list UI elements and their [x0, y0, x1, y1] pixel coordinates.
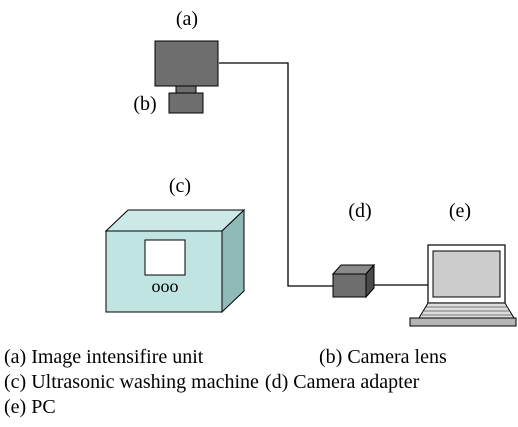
- laptop-screen: [432, 250, 501, 298]
- camera-lens: [168, 92, 204, 114]
- legend-item-e: (e) PC: [4, 396, 56, 418]
- label-b: (b): [133, 93, 156, 115]
- legend-item-b: (b) Camera lens: [319, 346, 447, 368]
- label-e: (e): [449, 200, 471, 222]
- label-c: (c): [169, 175, 191, 197]
- washer-display-screen: [144, 239, 186, 276]
- adapter-front-face: [332, 273, 367, 298]
- laptop-keys: [422, 306, 512, 316]
- label-a: (a): [176, 8, 198, 30]
- camera-adapter: [331, 263, 376, 299]
- legend-row-2: (c) Ultrasonic washing machine(d) Camera…: [4, 371, 419, 393]
- legend-row-3: (e) PC: [4, 396, 56, 418]
- legend-item-a: (a) Image intensifire unit: [4, 346, 204, 368]
- legend-item-c: (c) Ultrasonic washing machine: [4, 371, 259, 393]
- laptop-base: [409, 317, 517, 327]
- connection-cable: [219, 62, 334, 287]
- washer-control-buttons: ooo: [152, 276, 179, 296]
- camera-lens-mount: [175, 85, 197, 94]
- pc-laptop: [409, 244, 517, 327]
- image-intensifier-unit: [154, 40, 219, 87]
- ultrasonic-washing-machine: ooo: [104, 208, 246, 314]
- washer-top-face: [104, 209, 246, 232]
- legend-row-1: (a) Image intensifire unit (b) Camera len…: [4, 346, 447, 368]
- laptop-keyboard-deck: [418, 302, 515, 319]
- label-d: (d): [348, 200, 371, 222]
- legend-item-d: (d) Camera adapter: [264, 371, 420, 393]
